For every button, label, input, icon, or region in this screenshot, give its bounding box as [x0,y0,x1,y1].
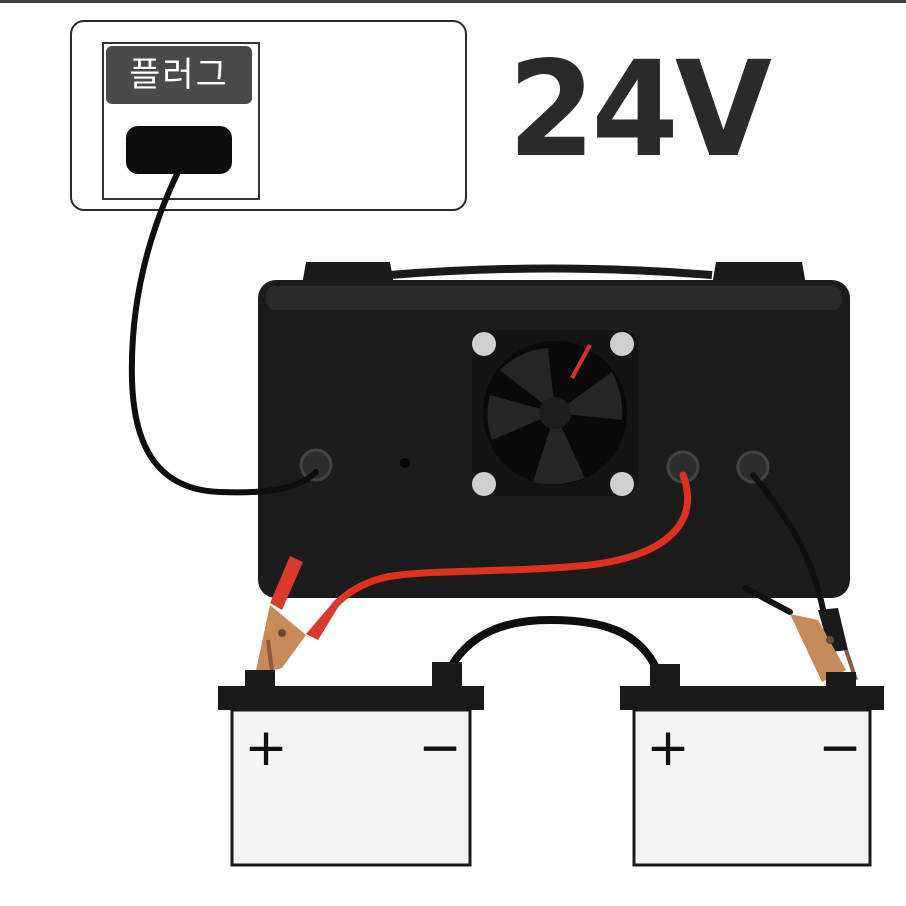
battery-left [218,662,484,867]
fan-screw-icon [472,332,496,356]
left-battery-minus-sign: − [418,718,462,778]
negative-cable [750,472,828,623]
right-battery-plus-sign: + [646,718,690,778]
plug-panel: 플러그 [70,20,467,211]
left-battery-plus-sign: + [244,718,288,778]
plug-frame: 플러그 [102,42,260,200]
positive-cable [331,471,691,609]
plug-socket [126,126,232,174]
fan-screw-icon [610,332,634,356]
voltage-label: 24V [508,33,772,187]
power-input-port [299,448,333,482]
indicator-hole [400,458,410,468]
negative-output-port [736,450,770,484]
black-clamp [790,608,858,682]
charger-handle [302,262,806,285]
battery-link-cable [444,615,662,676]
plug-cable [128,169,319,496]
fan-screw-icon [472,472,496,496]
cooling-fan [472,330,638,496]
fan-screw-icon [610,472,634,496]
charger-body-highlight [266,286,842,310]
battery-right [620,664,884,867]
plug-label: 플러그 [106,46,252,104]
right-battery-minus-sign: − [818,718,862,778]
top-border [0,0,906,3]
